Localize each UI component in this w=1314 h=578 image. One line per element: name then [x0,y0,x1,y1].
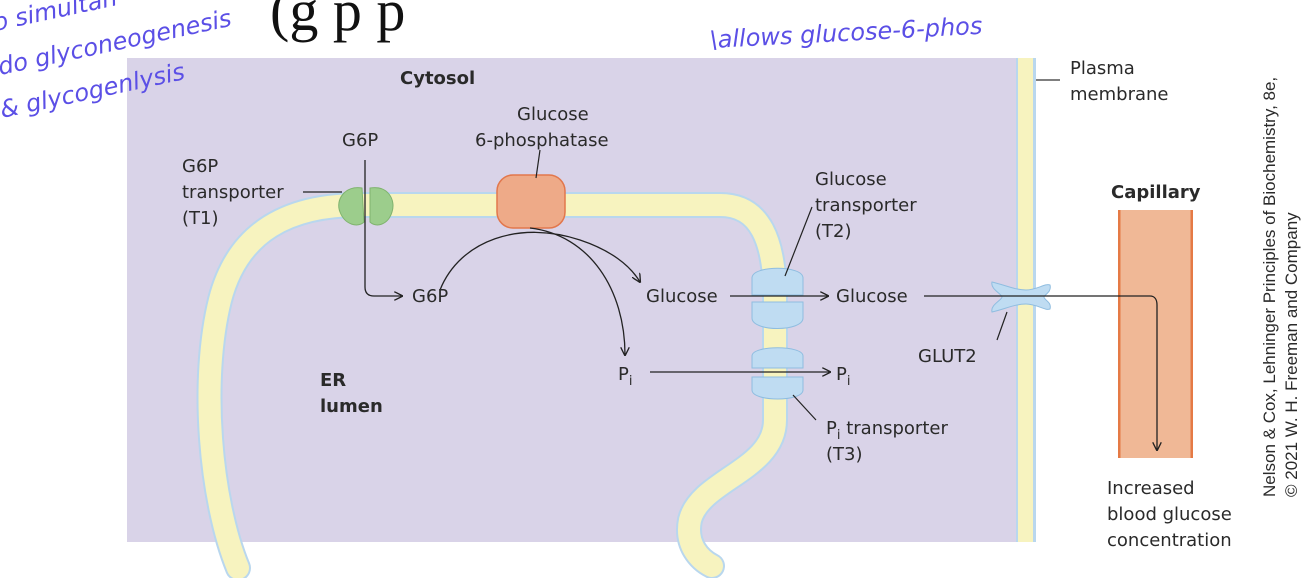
pi-letter: P [826,418,837,439]
credit-line-2: © 2021 W. H. Freeman and Company [1282,212,1301,497]
flow-arrows [364,160,1157,450]
increased-label-3: concentration [1107,530,1232,551]
phosphatase-label-1: Glucose [517,104,589,125]
g6p-transporter-label-1: G6P [182,156,218,177]
er-lumen-label-1: ER [320,370,346,391]
glut2-transporter [991,281,1051,313]
pi-transporter-t3 [751,347,804,400]
pi-subscript: i [847,374,851,389]
glucose-transporter-t2 [751,267,804,329]
g6p-transporter-label-2: transporter [182,182,284,203]
pi-subscript: i [837,428,841,443]
glucose-6-phosphatase-enzyme [496,174,566,229]
capillary [1118,210,1193,458]
pi-letter: P [618,364,629,385]
glucose-transporter-label-1: Glucose [815,169,887,190]
pi-transporter-label-3: (T3) [826,444,863,465]
pi-cytosol-label: Pi [836,364,850,389]
plasma-membrane-label-2: membrane [1070,84,1168,105]
pi-letter: P [836,364,847,385]
glucose-transporter-label-3: (T2) [815,221,852,242]
g6p-transporter-t1 [338,187,394,226]
credit-line-1: Nelson & Cox, Lehninger Principles of Bi… [1260,77,1279,497]
cytosol-label: Cytosol [400,68,475,89]
glucose-cytosol-label: Glucose [836,286,908,307]
g6p-lumen-label: G6P [412,286,448,307]
credit: Nelson & Cox, Lehninger Principles of Bi… [1260,77,1301,497]
er-membrane [196,192,788,578]
plasma-membrane-label-1: Plasma [1070,58,1135,79]
pi-transporter-label: Pi transporter [826,418,948,443]
leader-lines [303,149,1008,421]
glut2-label: GLUT2 [918,346,977,367]
cytosol-region [127,58,1019,542]
note-line-4: \allows glucose-6-phos [709,12,983,54]
title-fragment: (g p p [270,0,405,43]
pi-subscript: i [629,374,633,389]
pi-lumen-label: Pi [618,364,632,389]
er-lumen-label-2: lumen [320,396,383,417]
increased-label-2: blood glucose [1107,504,1232,525]
pi-transporter-text: transporter [840,418,948,439]
g6p-cytosol-label: G6P [342,130,378,151]
phosphatase-label-2: 6-phosphatase [475,130,609,151]
increased-label-1: Increased [1107,478,1195,499]
glucose-lumen-label: Glucose [646,286,718,307]
capillary-label: Capillary [1111,182,1201,203]
glucose-transporter-label-2: transporter [815,195,917,216]
g6p-transporter-label-3: (T1) [182,208,219,229]
